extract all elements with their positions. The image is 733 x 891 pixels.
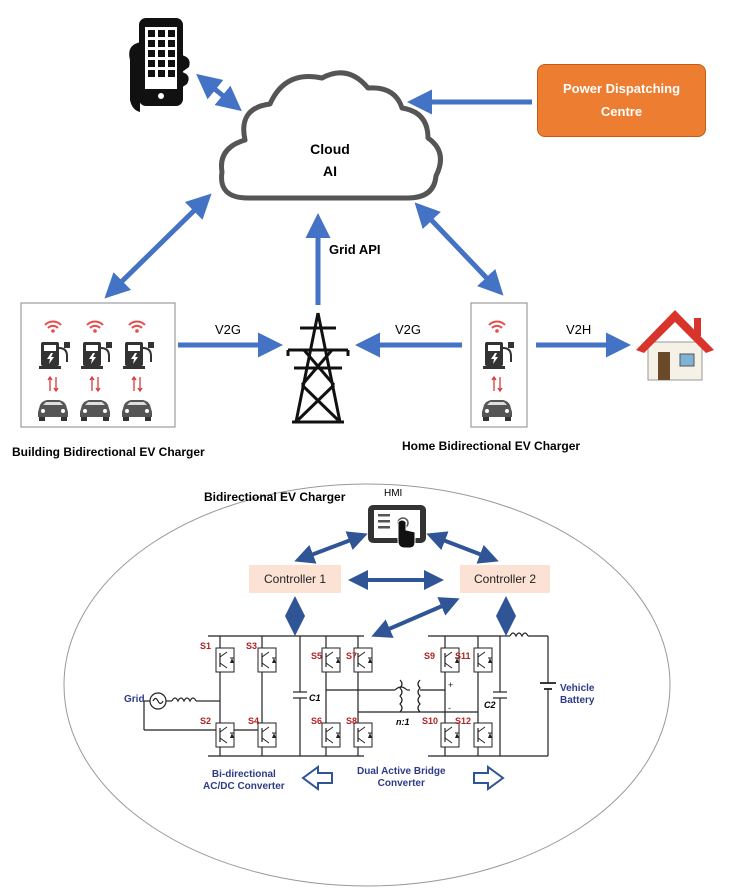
switch-s4-label: S4 <box>248 716 260 726</box>
switch-s12-label: S12 <box>455 716 472 726</box>
home-cloud-arrow <box>414 202 504 296</box>
controller-2: Controller 2 <box>460 565 550 593</box>
switch-s9-label: S9 <box>424 651 436 661</box>
charger-detail-ellipse <box>63 483 671 887</box>
switch-s11-label: S11 <box>455 651 471 661</box>
building-charger-label: Building Bidirectional EV Charger <box>12 445 205 459</box>
hmi-label: HMI <box>384 488 403 499</box>
right-flow-arrow <box>473 765 505 791</box>
c2-label: C2 <box>484 700 496 710</box>
transmission-tower-icon <box>286 312 350 424</box>
ratio-label: n:1 <box>396 717 410 727</box>
hmi-touch-icon <box>368 505 426 549</box>
svg-text:-: - <box>448 703 451 713</box>
switch-s3-label: S3 <box>246 641 258 651</box>
switch-s5-label: S5 <box>311 651 323 661</box>
building-charger-panel <box>20 302 176 428</box>
igbt-switches <box>215 647 493 748</box>
dab-converter-label: Dual Active Bridge Converter <box>357 766 446 789</box>
c1-label: C1 <box>309 693 321 703</box>
controller-1: Controller 1 <box>249 565 341 593</box>
switch-s7-label: S7 <box>346 651 358 661</box>
home-charger-panel <box>470 302 528 428</box>
svg-text:+: + <box>448 680 453 690</box>
grid-api-label: Grid API <box>329 242 381 257</box>
hmi-controller2-arrow <box>426 531 499 564</box>
home-charger-label: Home Bidirectional EV Charger <box>402 439 581 453</box>
left-flow-arrow <box>301 765 333 791</box>
v2g-left-label: V2G <box>215 322 242 337</box>
controller2-dab-arrow <box>371 597 460 638</box>
switch-s6-label: S6 <box>311 716 323 726</box>
house-icon <box>636 310 714 381</box>
switch-s8-label: S8 <box>346 716 358 726</box>
cloud-label: Cloud AI <box>310 141 350 179</box>
building-cloud-arrow <box>104 193 212 299</box>
switch-s10-label: S10 <box>422 716 439 726</box>
cloud-icon <box>218 70 443 201</box>
grid-label: Grid <box>124 694 145 705</box>
phone-hand-icon <box>129 18 190 112</box>
acdc-converter-label: Bi-directional AC/DC Converter <box>203 769 285 792</box>
v2g-right-label: V2G <box>395 322 422 337</box>
switch-s1-label: S1 <box>200 641 212 651</box>
vehicle-battery-label: Vehicle Battery <box>560 683 595 706</box>
power-dispatching-centre: Power Dispatching Centre <box>537 64 706 137</box>
switch-s2-label: S2 <box>200 716 212 726</box>
bidirectional-charger-title: Bidirectional EV Charger <box>204 490 346 504</box>
phone-cloud-arrow <box>196 73 242 112</box>
hmi-controller1-arrow <box>294 531 368 564</box>
v2h-label: V2H <box>566 322 592 337</box>
